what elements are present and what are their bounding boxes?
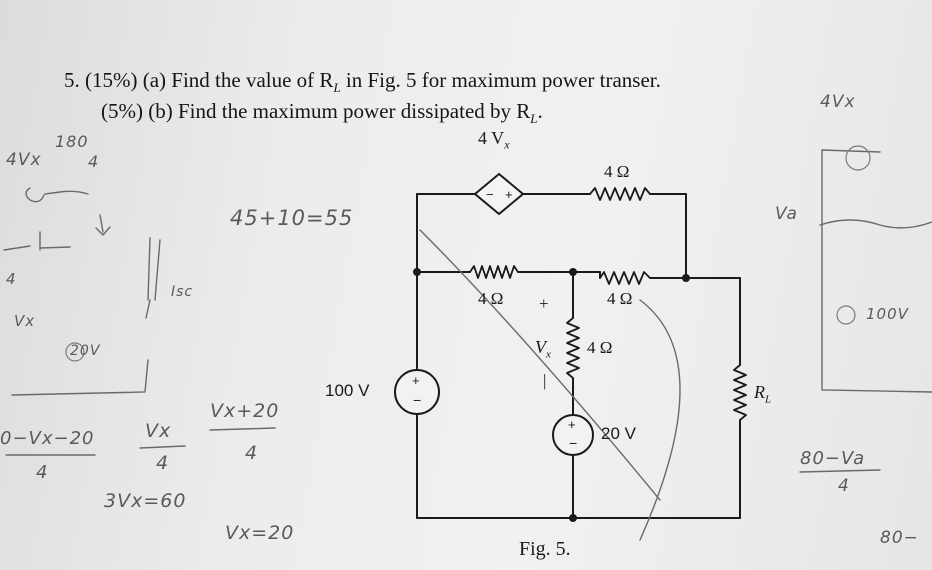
- pencil-sketch-left: [3, 187, 89, 251]
- resistor-left: [469, 265, 519, 279]
- resistor-rl: [733, 364, 747, 421]
- hw-b5: 4: [838, 476, 850, 496]
- hw-a8: 20V: [70, 343, 101, 359]
- dep-minus: −: [486, 187, 494, 202]
- r-left-label: 4 Ω: [478, 289, 504, 308]
- pencil-circle-right-2: [836, 305, 856, 325]
- hw-a12: 4: [156, 452, 170, 474]
- hw-a11: Vx: [145, 420, 172, 442]
- pencil-circle-right: [845, 145, 871, 171]
- r-vert-label: 4 Ω: [587, 338, 613, 357]
- problem-line-2: (5%) (b) Find the maximum power dissipat…: [101, 99, 543, 127]
- problem-line-1-text: 5. (15%) (a) Find the value of R: [64, 68, 334, 92]
- hw-a15: 3Vx=60: [104, 490, 187, 512]
- hw-a1: 4Vx: [6, 150, 42, 170]
- resistor-top: [589, 187, 651, 201]
- rl-sub: L: [765, 393, 772, 406]
- voltage-source-100v: [394, 369, 440, 415]
- figure-caption: Fig. 5.: [519, 538, 571, 560]
- hw-a14: 4: [245, 442, 259, 464]
- resistor-vertical: [566, 317, 580, 379]
- pencil-box-left: [11, 231, 151, 396]
- node-dot: [682, 274, 690, 282]
- hw-a10: 4: [36, 462, 49, 483]
- r-top-label: 4 Ω: [604, 162, 630, 181]
- problem-line-1: 5. (15%) (a) Find the value of RL in Fig…: [64, 68, 661, 96]
- pencil-right-frac: [799, 469, 881, 473]
- node-dot: [569, 514, 577, 522]
- hw-a5: Isc: [171, 284, 194, 300]
- hw-b6: 80−: [880, 528, 919, 548]
- src100-minus: −: [413, 392, 421, 408]
- dep-source-sub: x: [504, 137, 510, 152]
- vx-text: V: [535, 337, 546, 357]
- r-mid-label: 4 Ω: [607, 289, 633, 308]
- hw-a7: 4: [6, 270, 17, 288]
- rl-text: R: [754, 382, 765, 402]
- rl-label: RL: [754, 382, 771, 406]
- pencil-right-wave: [819, 219, 932, 229]
- pencil-trace: [419, 229, 681, 541]
- node-dot: [413, 268, 421, 276]
- hw-b4: 80−Va: [800, 448, 866, 469]
- hw-a2: 180: [55, 132, 89, 151]
- hw-a16: Vx=20: [225, 522, 295, 544]
- vx-plus: +: [539, 294, 549, 313]
- dep-source-label: 4 Vx: [478, 128, 510, 153]
- dep-source-text: 4 V: [478, 128, 505, 148]
- pencil-arrow: [95, 214, 111, 237]
- src20-minus: −: [569, 435, 577, 451]
- hw-a13: Vx+20: [210, 400, 280, 422]
- problem-line-2-end: .: [537, 99, 543, 123]
- dep-plus: +: [505, 187, 513, 202]
- vx-minus: |: [543, 371, 547, 390]
- pencil-isc: [145, 239, 161, 319]
- hw-b2: Va: [775, 204, 798, 224]
- source-100-label: 100 V: [325, 381, 370, 400]
- subscript: L: [333, 80, 341, 96]
- pencil-frac-line-2: [139, 445, 186, 449]
- pencil-circle-small: [65, 342, 85, 362]
- problem-line-1-end: in Fig. 5 for maximum power transer.: [340, 68, 661, 92]
- hw-b1: 4Vx: [820, 92, 856, 112]
- vx-label: Vx: [535, 337, 551, 361]
- hw-b3: 100V: [866, 305, 909, 323]
- src100-plus: +: [412, 373, 420, 388]
- resistor-mid: [599, 271, 651, 285]
- node-dot: [569, 268, 577, 276]
- src20-plus: +: [568, 417, 576, 432]
- dependent-source-diamond: [473, 172, 525, 216]
- hw-a4: 45+10=55: [230, 206, 354, 230]
- subscript: L: [530, 111, 538, 127]
- pencil-right-box: [821, 149, 932, 393]
- hw-a9: 0−Vx−20: [0, 428, 95, 449]
- source-20-label: 20 V: [601, 424, 636, 443]
- hw-a3: 4: [88, 152, 100, 171]
- problem-line-2-text: (5%) (b) Find the maximum power dissipat…: [101, 99, 531, 123]
- pencil-frac-line-3: [209, 427, 276, 431]
- hw-a6: Vx: [14, 312, 36, 330]
- voltage-source-20v: [552, 414, 594, 456]
- vx-sub: x: [546, 348, 551, 361]
